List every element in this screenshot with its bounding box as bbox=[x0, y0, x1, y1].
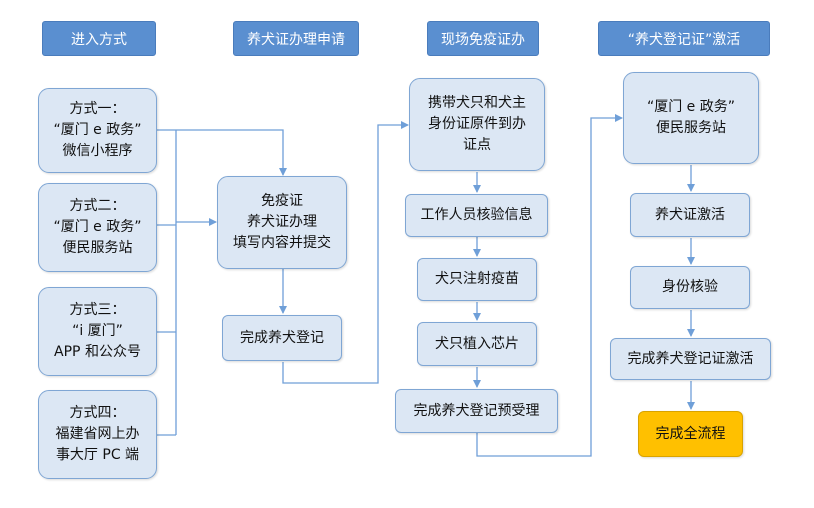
activate-idcheck-box: 身份核验 bbox=[630, 266, 750, 309]
finish-label: 完成全流程 bbox=[655, 425, 726, 442]
entry-method-3-line3: APP 和公众号 bbox=[54, 344, 141, 360]
entry-method-3: 方式三： “i 厦门” APP 和公众号 bbox=[38, 287, 157, 376]
entry-method-4-line3: 事大厅 PC 端 bbox=[55, 447, 140, 463]
entry-method-4: 方式四： 福建省网上办 事大厅 PC 端 bbox=[38, 390, 157, 479]
entry-method-1-line1: 方式一： bbox=[69, 101, 126, 117]
activate-station-line2: 便民服务站 bbox=[656, 120, 726, 136]
onsite-verify-label: 工作人员核验信息 bbox=[420, 207, 533, 223]
entry-method-1: 方式一： “厦门 e 政务” 微信小程序 bbox=[38, 88, 157, 173]
entry-method-4-line1: 方式四： bbox=[69, 405, 126, 421]
apply-complete-label: 完成养犬登记 bbox=[240, 329, 324, 346]
activate-done-label: 完成养犬登记证激活 bbox=[627, 350, 754, 367]
activate-card-label: 养犬证激活 bbox=[655, 206, 725, 223]
entry-method-2-line3: 便民服务站 bbox=[62, 240, 133, 256]
arrow-preaccept-to-activation bbox=[476, 114, 623, 457]
activate-done-box: 完成养犬登记证激活 bbox=[610, 338, 771, 380]
apply-fill-line2: 养犬证办理 bbox=[247, 214, 317, 230]
apply-fill-line3: 填写内容并提交 bbox=[233, 235, 331, 251]
apply-complete-box: 完成养犬登记 bbox=[222, 315, 342, 361]
onsite-vaccine-box: 犬只注射疫苗 bbox=[417, 258, 537, 301]
apply-fill-box: 免疫证 养犬证办理 填写内容并提交 bbox=[217, 176, 347, 269]
entry-method-2-line2: “厦门 e 政务” bbox=[53, 219, 142, 235]
entry-method-3-line2: “i 厦门” bbox=[72, 323, 123, 339]
arrow-complete-to-onsite bbox=[282, 121, 409, 384]
onsite-bring-box: 携带犬只和犬主 身份证原件到办 证点 bbox=[409, 78, 545, 171]
entry-method-2: 方式二： “厦门 e 政务” 便民服务站 bbox=[38, 183, 157, 272]
onsite-bring-line1: 携带犬只和犬主 bbox=[428, 95, 526, 111]
entry-method-4-line2: 福建省网上办 bbox=[55, 426, 140, 442]
arrow-m1-to-fill-box bbox=[176, 129, 287, 176]
header-apply: 养犬证办理申请 bbox=[233, 21, 359, 56]
header-onsite: 现场免疫证办 bbox=[427, 21, 539, 56]
entry-method-2-line1: 方式二： bbox=[69, 198, 126, 214]
onsite-vaccine-label: 犬只注射疫苗 bbox=[435, 271, 519, 287]
activate-idcheck-label: 身份核验 bbox=[662, 279, 718, 295]
onsite-preaccept-label: 完成养犬登记预受理 bbox=[413, 402, 540, 419]
onsite-chip-box: 犬只植入芯片 bbox=[417, 322, 537, 366]
onsite-bring-line2: 身份证原件到办 bbox=[428, 116, 526, 132]
header-entry: 进入方式 bbox=[42, 21, 156, 56]
entry-method-1-line3: 微信小程序 bbox=[62, 143, 133, 159]
onsite-preaccept-box: 完成养犬登记预受理 bbox=[395, 389, 558, 433]
onsite-chip-label: 犬只植入芯片 bbox=[435, 335, 519, 352]
header-activate: “养犬登记证”激活 bbox=[598, 21, 770, 56]
entry-method-1-line2: “厦门 e 政务” bbox=[53, 122, 142, 138]
finish-box: 完成全流程 bbox=[638, 411, 743, 457]
activate-card-box: 养犬证激活 bbox=[630, 193, 750, 237]
onsite-verify-box: 工作人员核验信息 bbox=[405, 194, 548, 237]
activate-station-line1: “厦门 e 政务” bbox=[646, 99, 736, 115]
entry-method-3-line1: 方式三： bbox=[69, 302, 126, 318]
onsite-bring-line3: 证点 bbox=[463, 137, 491, 153]
activate-station-box: “厦门 e 政务” 便民服务站 bbox=[623, 72, 759, 164]
apply-fill-line1: 免疫证 bbox=[261, 193, 303, 209]
